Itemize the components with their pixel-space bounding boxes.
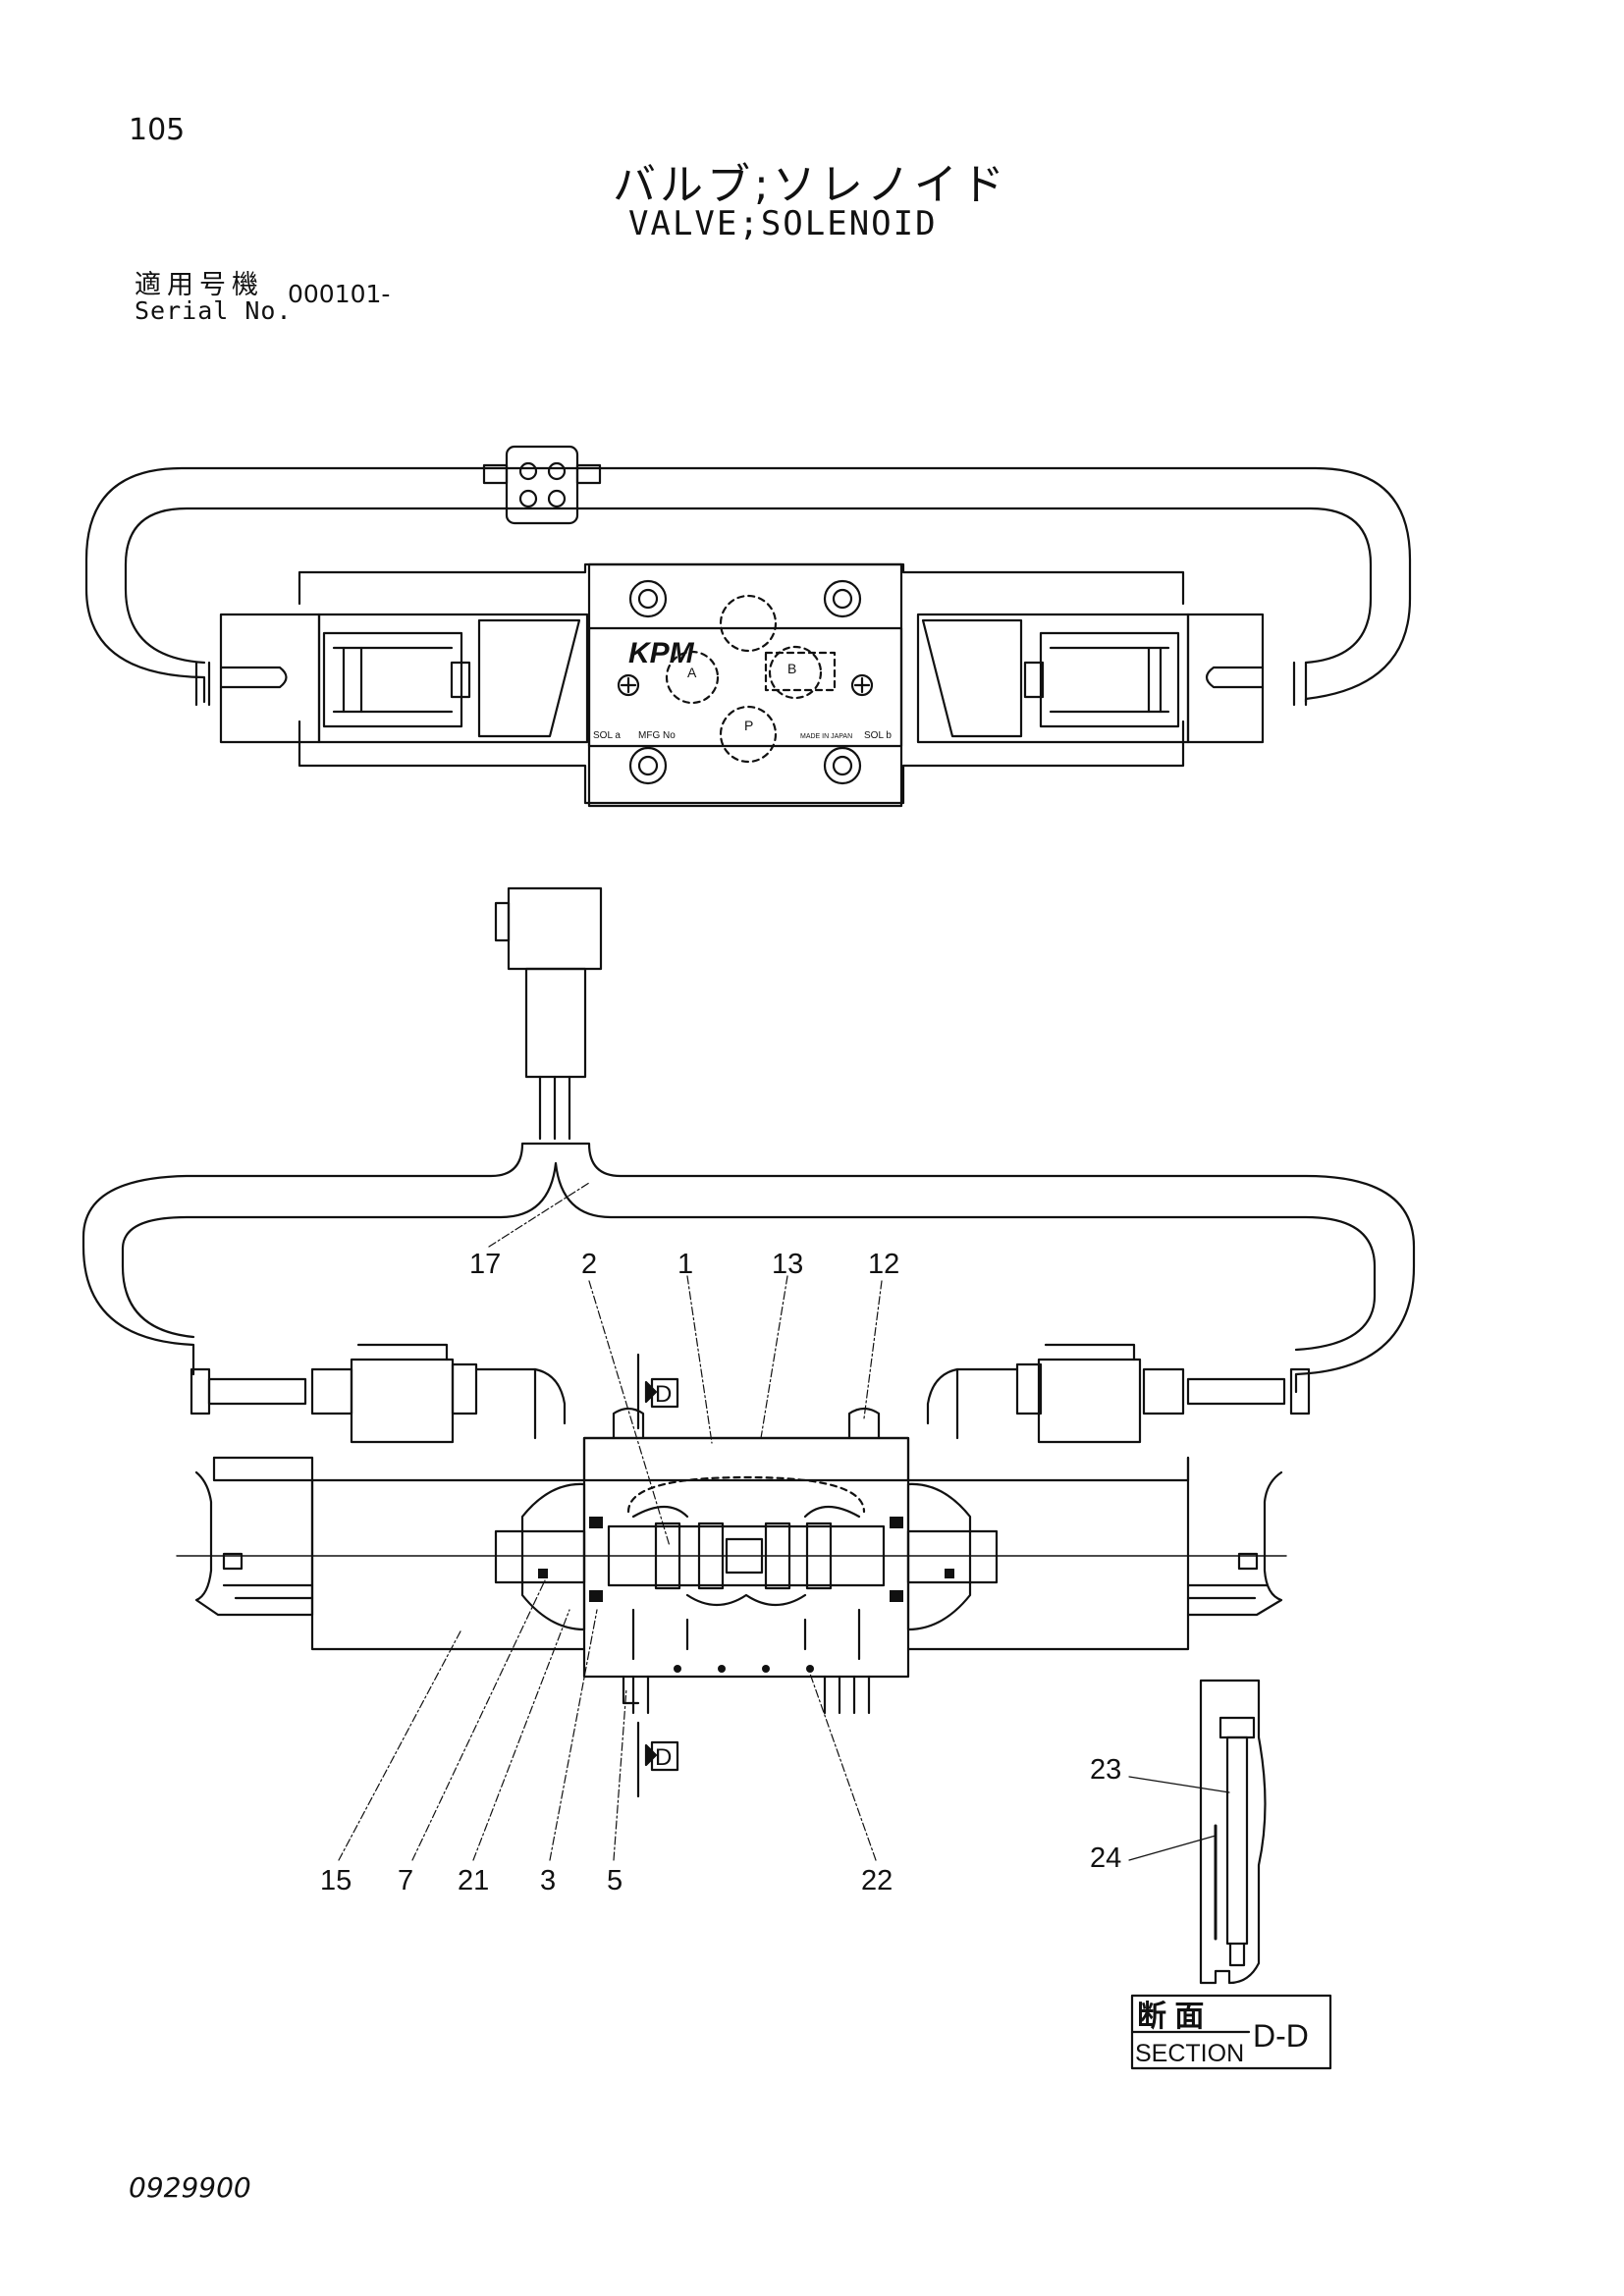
- callout-15: 15: [320, 1865, 352, 1896]
- section-marker-upper: D: [636, 1353, 679, 1430]
- mfg-no-label: MFG No: [638, 730, 676, 741]
- section-d-d-detail: [1128, 1679, 1267, 1985]
- sol-a-label: SOL a: [593, 730, 621, 741]
- callout-3: 3: [540, 1865, 556, 1896]
- callout-21: 21: [458, 1865, 489, 1896]
- callout-2: 2: [581, 1249, 597, 1280]
- callout-7: 7: [398, 1865, 413, 1896]
- top-view-valve: KPM A B P SOL a MFG No MADE IN JAPAN SOL…: [84, 445, 1412, 808]
- serial-number-value: 000101-: [288, 280, 391, 308]
- page-number: 105: [129, 113, 186, 147]
- made-in-label: MADE IN JAPAN: [800, 733, 852, 740]
- connector-4pin: [482, 445, 602, 525]
- serial-label-japanese: 適用号機: [135, 270, 264, 300]
- section-label-box: 断 面 SECTION D-D: [1130, 1994, 1332, 2070]
- port-a-label: A: [687, 665, 697, 680]
- section-label-id: D-D: [1253, 2018, 1309, 2054]
- section-label-english: SECTION: [1135, 2040, 1244, 2067]
- callout-5: 5: [607, 1865, 623, 1896]
- section-marker-upper-letter: D: [655, 1381, 672, 1408]
- section-view-valve: D D: [81, 886, 1416, 1861]
- callout-1: 1: [677, 1249, 693, 1280]
- section-label-japanese: 断 面: [1137, 2001, 1204, 2033]
- port-b-label: B: [787, 661, 796, 676]
- title-japanese: バルブ;ソレノイド: [613, 160, 1008, 210]
- sol-b-label: SOL b: [864, 730, 892, 741]
- section-marker-lower: D: [636, 1721, 679, 1798]
- callout-22: 22: [861, 1865, 893, 1896]
- serial-label-english: Serial No.: [135, 296, 293, 325]
- callout-12: 12: [868, 1249, 899, 1280]
- callout-13: 13: [772, 1249, 803, 1280]
- port-p-label: P: [744, 718, 753, 733]
- title-english: VALVE;SOLENOID: [628, 204, 938, 243]
- callout-24: 24: [1090, 1842, 1121, 1874]
- callout-23: 23: [1090, 1754, 1121, 1786]
- callout-17: 17: [469, 1249, 501, 1280]
- section-marker-lower-letter: D: [655, 1744, 672, 1771]
- document-code: 0929900: [129, 2171, 251, 2204]
- brand-logo-text: KPM: [628, 637, 695, 669]
